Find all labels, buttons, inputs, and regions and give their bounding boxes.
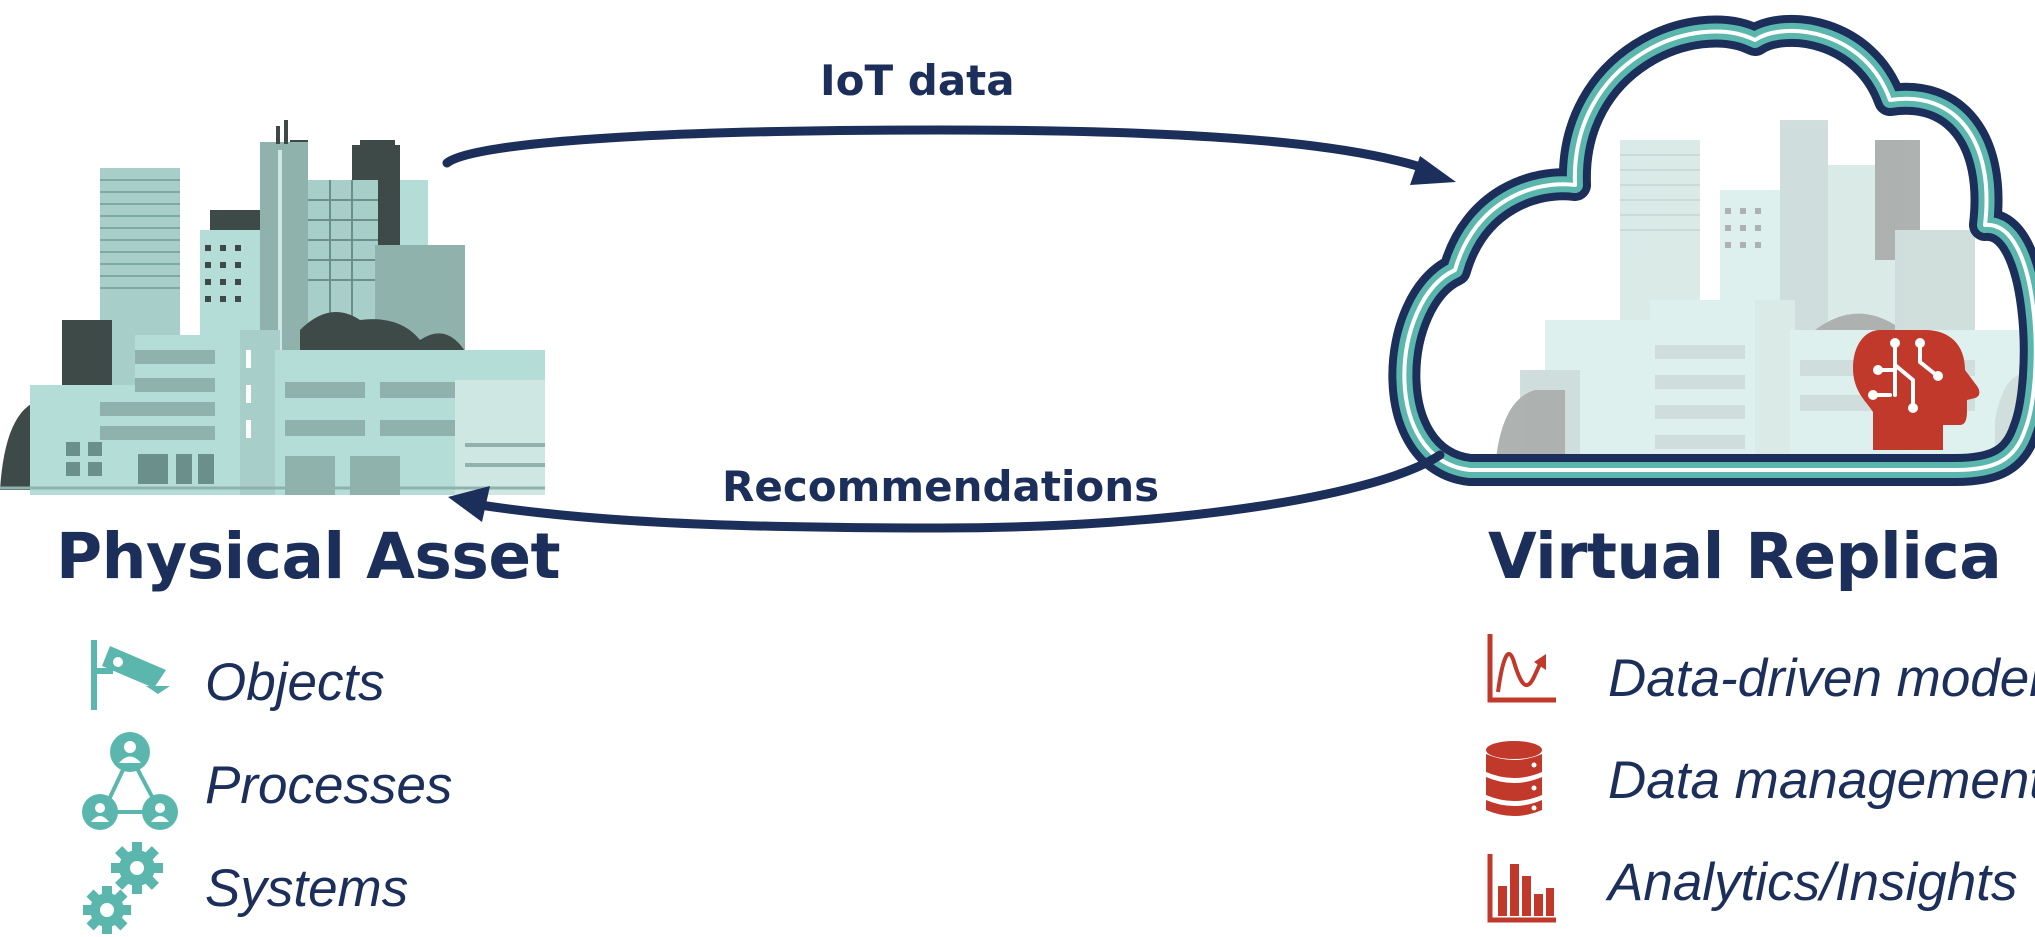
- recommendations-label: Recommendations: [722, 462, 1160, 511]
- bar-chart-icon: [1487, 854, 1556, 923]
- physical-asset-heading: Physical Asset: [56, 520, 561, 593]
- physical-asset-city-illustration: [0, 120, 545, 495]
- camera-icon: [91, 640, 170, 710]
- people-network-icon: [82, 732, 178, 830]
- list-item-analytics-insights: Analytics/Insights: [1608, 853, 2018, 912]
- ai-head-icon: [1853, 330, 1980, 450]
- list-item-objects: Objects: [205, 653, 385, 712]
- list-item-systems: Systems: [205, 859, 409, 918]
- model-curve-icon: [1487, 634, 1556, 703]
- iot-data-label: IoT data: [820, 56, 1015, 105]
- list-item-processes: Processes: [205, 756, 453, 815]
- gears-icon: [83, 842, 163, 934]
- virtual-replica-cloud: [1388, 14, 2035, 486]
- list-item-data-management: Data management: [1608, 751, 2035, 810]
- list-item-data-driven-models: Data-driven models: [1608, 649, 2035, 708]
- virtual-replica-heading: Virtual Replica: [1488, 520, 2002, 593]
- database-icon: [1486, 741, 1542, 816]
